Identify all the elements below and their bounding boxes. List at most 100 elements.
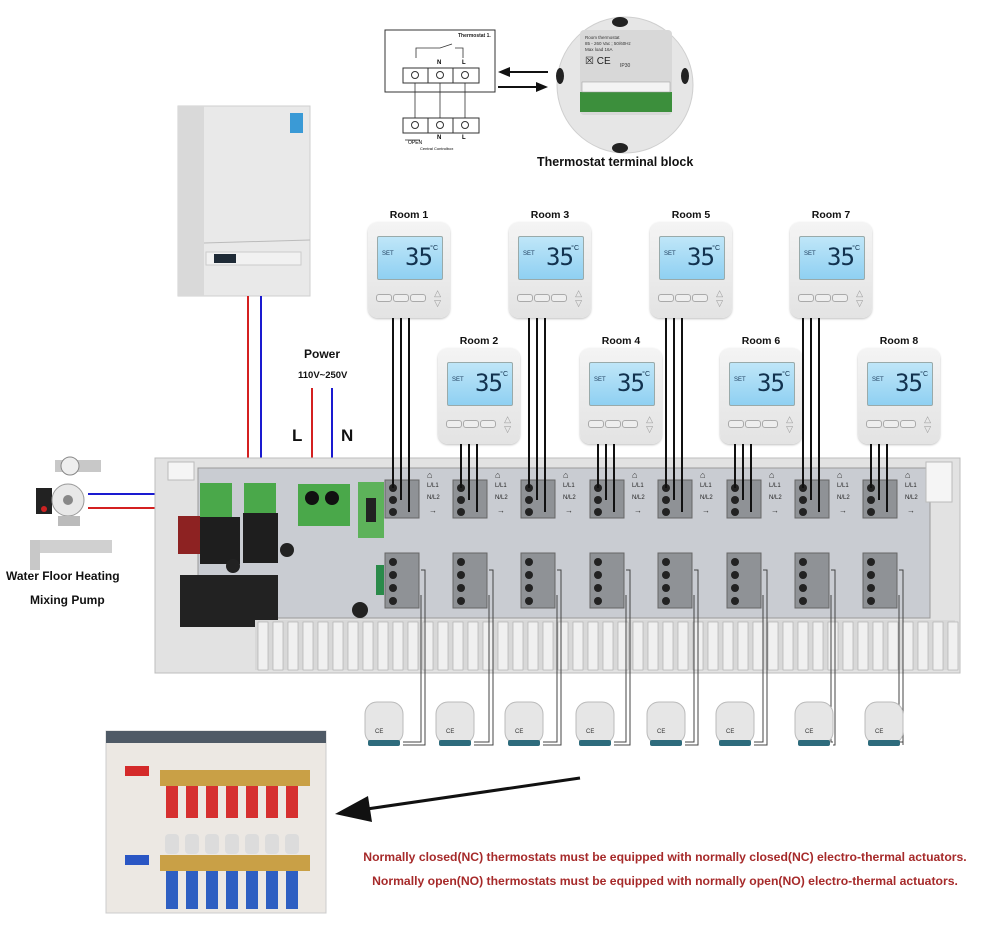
zone-label-n: N/L2	[563, 495, 576, 501]
manifold-actuator	[245, 834, 259, 854]
heatsink-fin	[332, 621, 344, 671]
thermostat-button	[883, 420, 899, 428]
actuator-wires	[403, 569, 904, 746]
thermostat-button	[832, 294, 848, 302]
terminal-screw	[662, 571, 670, 579]
schematic-thermostat-label: Thermostat 1.	[458, 33, 491, 39]
thermostat-button	[762, 420, 778, 428]
actuator	[715, 701, 755, 745]
thermostat-button	[692, 294, 708, 302]
zone-terminals: L/L1N/L2→⌂L/L1N/L2→⌂L/L1N/L2→⌂L/L1N/L2→⌂…	[384, 470, 918, 609]
terminal-screw	[525, 496, 533, 504]
room-label: Room 5	[671, 209, 711, 221]
supply-pipe	[206, 786, 218, 818]
heatsink-fins	[257, 621, 959, 671]
thermostat-button	[866, 420, 882, 428]
thermostat-button	[588, 420, 604, 428]
note-nc: Normally closed(NC) thermostats must be …	[363, 850, 967, 864]
heatsink-fin	[497, 621, 509, 671]
heatsink-fin	[542, 621, 554, 671]
manifold-actuator	[165, 834, 179, 854]
product-line: Room thermostat	[585, 35, 620, 40]
zone-label-n: N/L2	[427, 495, 440, 501]
return-pipe	[246, 871, 258, 909]
set-indicator: SET	[594, 377, 606, 383]
room-label: Room 3	[530, 209, 570, 221]
terminal-screw	[389, 584, 397, 592]
schematic-box-label: Central Controlbox	[420, 146, 454, 151]
up-arrow-icon: △	[434, 288, 441, 298]
supply-pipe	[166, 786, 178, 818]
zone-label-n: N/L2	[905, 495, 918, 501]
thermostat-button	[675, 294, 691, 302]
terminal-screw	[867, 508, 875, 516]
up-arrow-icon: △	[856, 288, 863, 298]
ce-mark: CE	[586, 729, 594, 735]
schematic-top-l: L	[462, 60, 466, 66]
ce-mark: CE	[805, 729, 813, 735]
heatsink-fin	[782, 621, 794, 671]
set-indicator: SET	[804, 251, 816, 257]
actuator-wire	[403, 595, 422, 743]
thermostat-button	[393, 294, 409, 302]
actuator-wire	[754, 569, 768, 746]
terminal-screw	[731, 597, 739, 605]
thermostat-button	[728, 420, 744, 428]
terminal-screw	[594, 597, 602, 605]
heatsink-fin	[752, 621, 764, 671]
heatsink-fin	[392, 621, 404, 671]
temperature-unit: °C	[430, 245, 438, 252]
heatsink-fin	[347, 621, 359, 671]
terminal-screw	[389, 496, 397, 504]
house-icon: ⌂	[769, 470, 774, 480]
temperature-readout: 35	[895, 369, 923, 397]
heatsink-fin	[377, 621, 389, 671]
house-icon: ⌂	[905, 470, 910, 480]
heatsink-fin	[647, 621, 659, 671]
return-pipe	[206, 871, 218, 909]
set-indicator: SET	[382, 251, 394, 257]
actuator-wire	[685, 569, 699, 746]
room-label: Room 6	[741, 335, 781, 347]
house-icon: ⌂	[632, 470, 637, 480]
thermostat-button	[480, 420, 496, 428]
power-neutral-label: N	[341, 426, 354, 445]
heatsink-fin	[572, 621, 584, 671]
arrow-icon: →	[702, 506, 710, 515]
heatsink-fin	[317, 621, 329, 671]
room-label: Room 4	[601, 335, 641, 347]
actuator-base	[579, 740, 611, 746]
terminal-screw	[731, 558, 739, 566]
zone-label-l: L/L1	[632, 483, 644, 489]
zone-label-n: N/L2	[700, 495, 713, 501]
thermostat-button	[534, 294, 550, 302]
actuator-wire	[685, 595, 695, 743]
actuator-base	[650, 740, 682, 746]
heatsink-fin	[362, 621, 374, 671]
terminal-screw	[389, 597, 397, 605]
return-pipe	[226, 871, 238, 909]
terminal-screw	[594, 496, 602, 504]
pump-label-line2: Mixing Pump	[30, 593, 105, 607]
power-live-label: L	[292, 426, 303, 445]
down-arrow-icon: ▽	[786, 424, 793, 434]
heatsink-fin	[437, 621, 449, 671]
up-arrow-icon: △	[575, 288, 582, 298]
heatsink-fin	[662, 621, 674, 671]
actuator-wire	[543, 595, 558, 743]
heatsink-fin	[707, 621, 719, 671]
terminal-screw	[867, 584, 875, 592]
heatsink-fin	[737, 621, 749, 671]
house-icon: ⌂	[427, 470, 432, 480]
zone-label-l: L/L1	[905, 483, 917, 489]
schematic-open-label: OPEN	[408, 140, 423, 146]
set-indicator: SET	[872, 377, 884, 383]
terminal-screw	[867, 558, 875, 566]
thermostat-button	[517, 294, 533, 302]
